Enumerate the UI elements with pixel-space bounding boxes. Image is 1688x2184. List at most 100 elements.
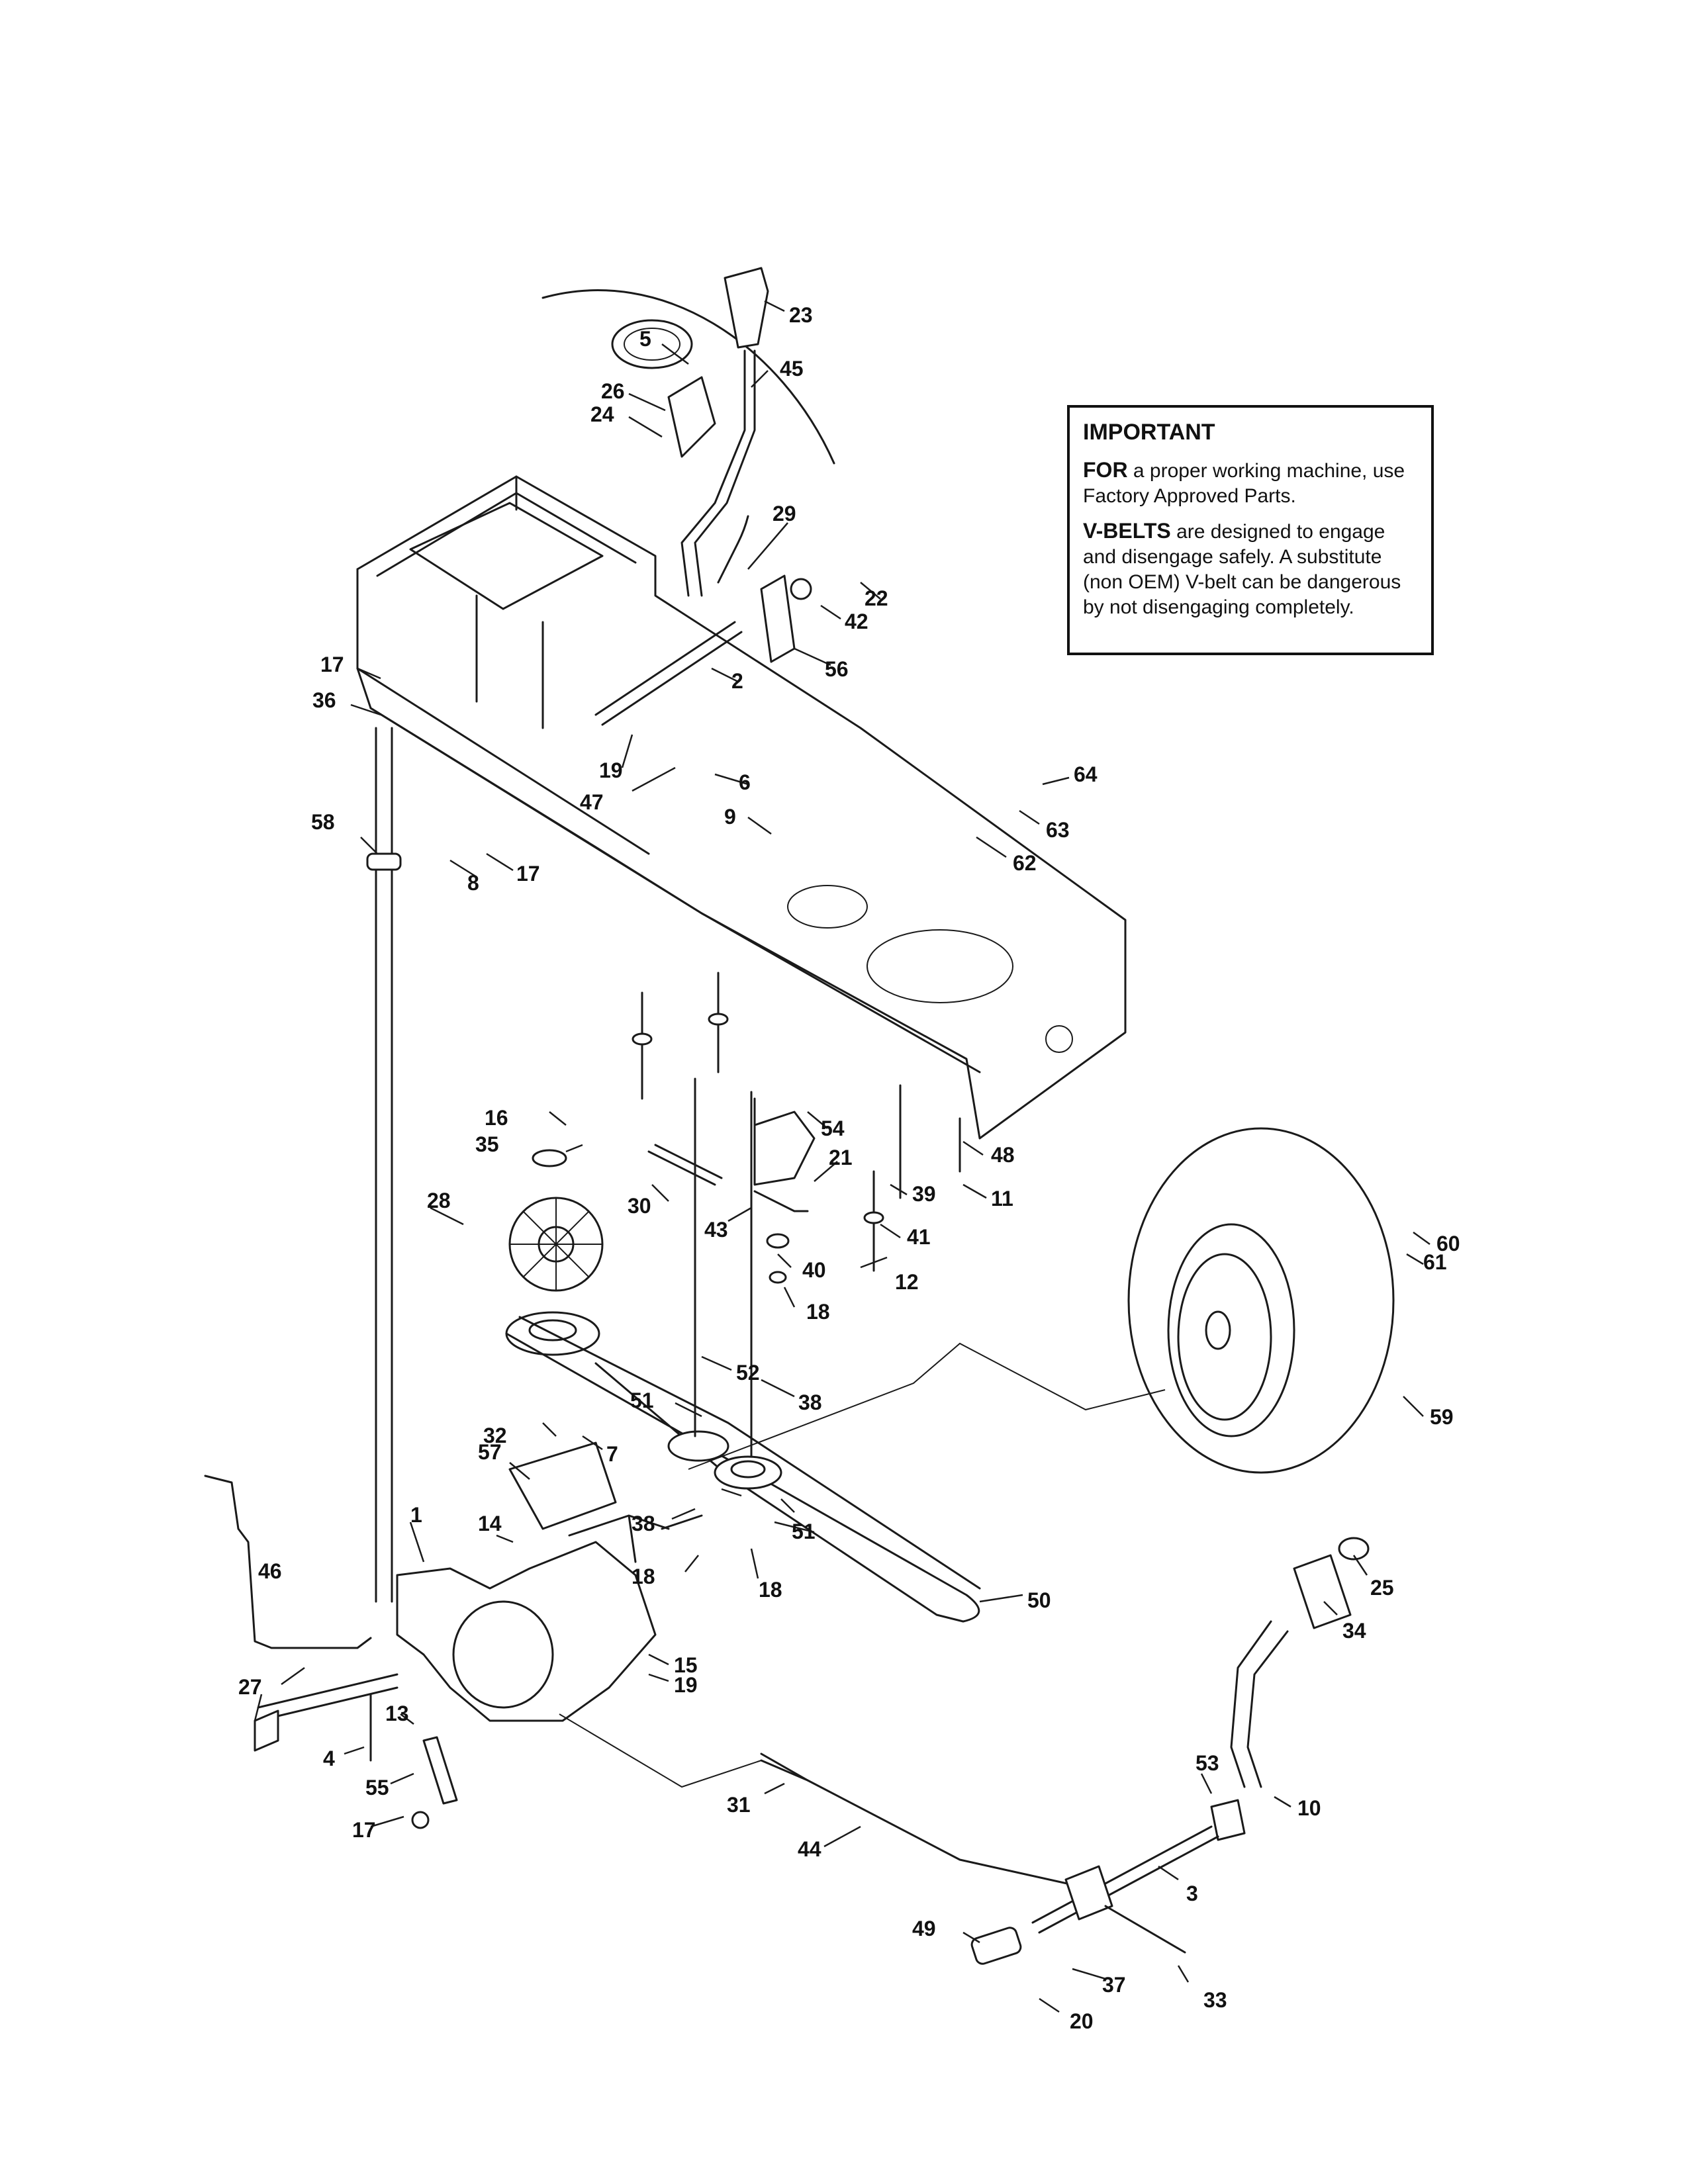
callout-19b: 19 <box>674 1673 698 1697</box>
axle-reference-line <box>688 1342 1166 1470</box>
callout-31: 31 <box>727 1793 751 1817</box>
callout-leaders <box>254 300 1430 2013</box>
callout-14: 14 <box>478 1512 502 1535</box>
idler-bracket <box>753 1111 816 1186</box>
control-rod <box>204 1475 372 1649</box>
callout-2: 2 <box>731 669 743 693</box>
callout-13: 13 <box>385 1702 409 1725</box>
callout-38a: 38 <box>798 1390 822 1414</box>
notice-belts-lead: V-BELTS <box>1083 519 1171 543</box>
callout-39: 39 <box>912 1182 936 1206</box>
callout-34: 34 <box>1342 1619 1366 1643</box>
drive-belt <box>505 1311 981 1623</box>
callout-35: 35 <box>475 1132 499 1156</box>
callout-21: 21 <box>829 1146 853 1169</box>
callout-49: 49 <box>912 1917 936 1940</box>
callout-25: 25 <box>1370 1576 1394 1600</box>
tension-spring <box>647 1144 723 1186</box>
callout-18a: 18 <box>806 1300 830 1324</box>
callout-22: 22 <box>865 586 888 610</box>
seat-outline <box>541 289 835 465</box>
callout-20: 20 <box>1070 2009 1094 2033</box>
callout-56: 56 <box>825 657 849 681</box>
callout-32: 32 <box>483 1424 507 1447</box>
callout-60: 60 <box>1436 1232 1460 1255</box>
pedal-assembly <box>970 1620 1289 1965</box>
callout-26: 26 <box>601 379 625 403</box>
frame-chassis <box>356 475 1127 1140</box>
callout-17b: 17 <box>516 862 540 886</box>
transmission-plate <box>508 1441 617 1530</box>
callout-46: 46 <box>258 1559 282 1583</box>
callout-labels: 23 45 5 26 24 29 22 42 56 2 17 36 19 47 … <box>238 303 1460 2033</box>
shaft <box>594 621 743 726</box>
callout-51b: 51 <box>792 1520 816 1543</box>
callout-43: 43 <box>704 1218 728 1242</box>
callout-36: 36 <box>312 688 336 712</box>
transaxle <box>257 1514 703 1722</box>
callout-19a: 19 <box>599 758 623 782</box>
cable-spring <box>760 1752 809 1782</box>
callout-27: 27 <box>238 1675 262 1699</box>
callout-48: 48 <box>991 1143 1015 1167</box>
callout-17a: 17 <box>320 653 344 676</box>
callout-28: 28 <box>427 1189 451 1212</box>
callout-53: 53 <box>1196 1751 1219 1775</box>
callout-47: 47 <box>580 790 604 814</box>
callout-11: 11 <box>991 1187 1013 1210</box>
transaxle-reference-line <box>559 1713 762 1788</box>
callout-52: 52 <box>736 1361 760 1385</box>
callout-55: 55 <box>365 1776 389 1799</box>
brake-cable <box>760 1759 1080 1888</box>
callout-57: 57 <box>478 1440 502 1464</box>
callout-15: 15 <box>674 1653 698 1677</box>
axle-coupler <box>254 1709 279 1752</box>
nut-17 <box>411 1811 430 1829</box>
callout-10: 10 <box>1297 1796 1321 1820</box>
callout-51a: 51 <box>630 1388 654 1412</box>
notice-parts-paragraph: FOR a proper working machine, use Factor… <box>1083 457 1418 509</box>
callout-40: 40 <box>802 1258 826 1282</box>
rear-wheel <box>1127 1127 1395 1474</box>
callout-61: 61 <box>1423 1250 1447 1274</box>
notice-parts-text: a proper working machine, use Factory Ap… <box>1083 460 1405 507</box>
idler-rod <box>753 1190 809 1212</box>
callout-64: 64 <box>1074 762 1098 786</box>
callout-1: 1 <box>410 1503 422 1527</box>
lever-mount-bracket <box>760 574 796 663</box>
callout-42: 42 <box>845 610 868 633</box>
callout-33: 33 <box>1203 1988 1227 2012</box>
callout-59: 59 <box>1430 1405 1454 1429</box>
lever-spring <box>717 515 749 584</box>
callout-16: 16 <box>485 1106 508 1130</box>
callout-30: 30 <box>628 1194 651 1218</box>
callout-18b: 18 <box>632 1565 655 1588</box>
callout-24: 24 <box>590 402 614 426</box>
callout-12: 12 <box>895 1270 919 1294</box>
seat-plate <box>611 319 693 369</box>
callout-37: 37 <box>1102 1973 1126 1997</box>
callout-44: 44 <box>798 1837 821 1861</box>
lever-bracket <box>667 376 716 458</box>
callout-8: 8 <box>467 871 479 895</box>
callout-62: 62 <box>1013 851 1037 875</box>
callout-45: 45 <box>780 357 804 381</box>
callout-5: 5 <box>639 327 651 351</box>
notice-belts-paragraph: V-BELTS are designed to engage and disen… <box>1083 518 1418 620</box>
vertical-rod <box>375 727 393 1603</box>
callout-23: 23 <box>789 303 813 327</box>
grip-cap <box>1338 1537 1370 1561</box>
shift-knob <box>724 267 769 349</box>
fan-washer <box>532 1149 567 1167</box>
shift-lever <box>680 349 756 597</box>
callout-7: 7 <box>606 1442 618 1466</box>
callout-63: 63 <box>1046 818 1070 842</box>
rod-clip <box>366 852 402 871</box>
callout-58: 58 <box>311 810 335 834</box>
cooling-fan <box>508 1197 604 1292</box>
callout-17c: 17 <box>352 1818 376 1842</box>
callout-18c: 18 <box>759 1578 782 1602</box>
idler-shaft <box>694 1077 753 1457</box>
callout-4: 4 <box>323 1747 335 1770</box>
nut-18 <box>769 1271 787 1284</box>
